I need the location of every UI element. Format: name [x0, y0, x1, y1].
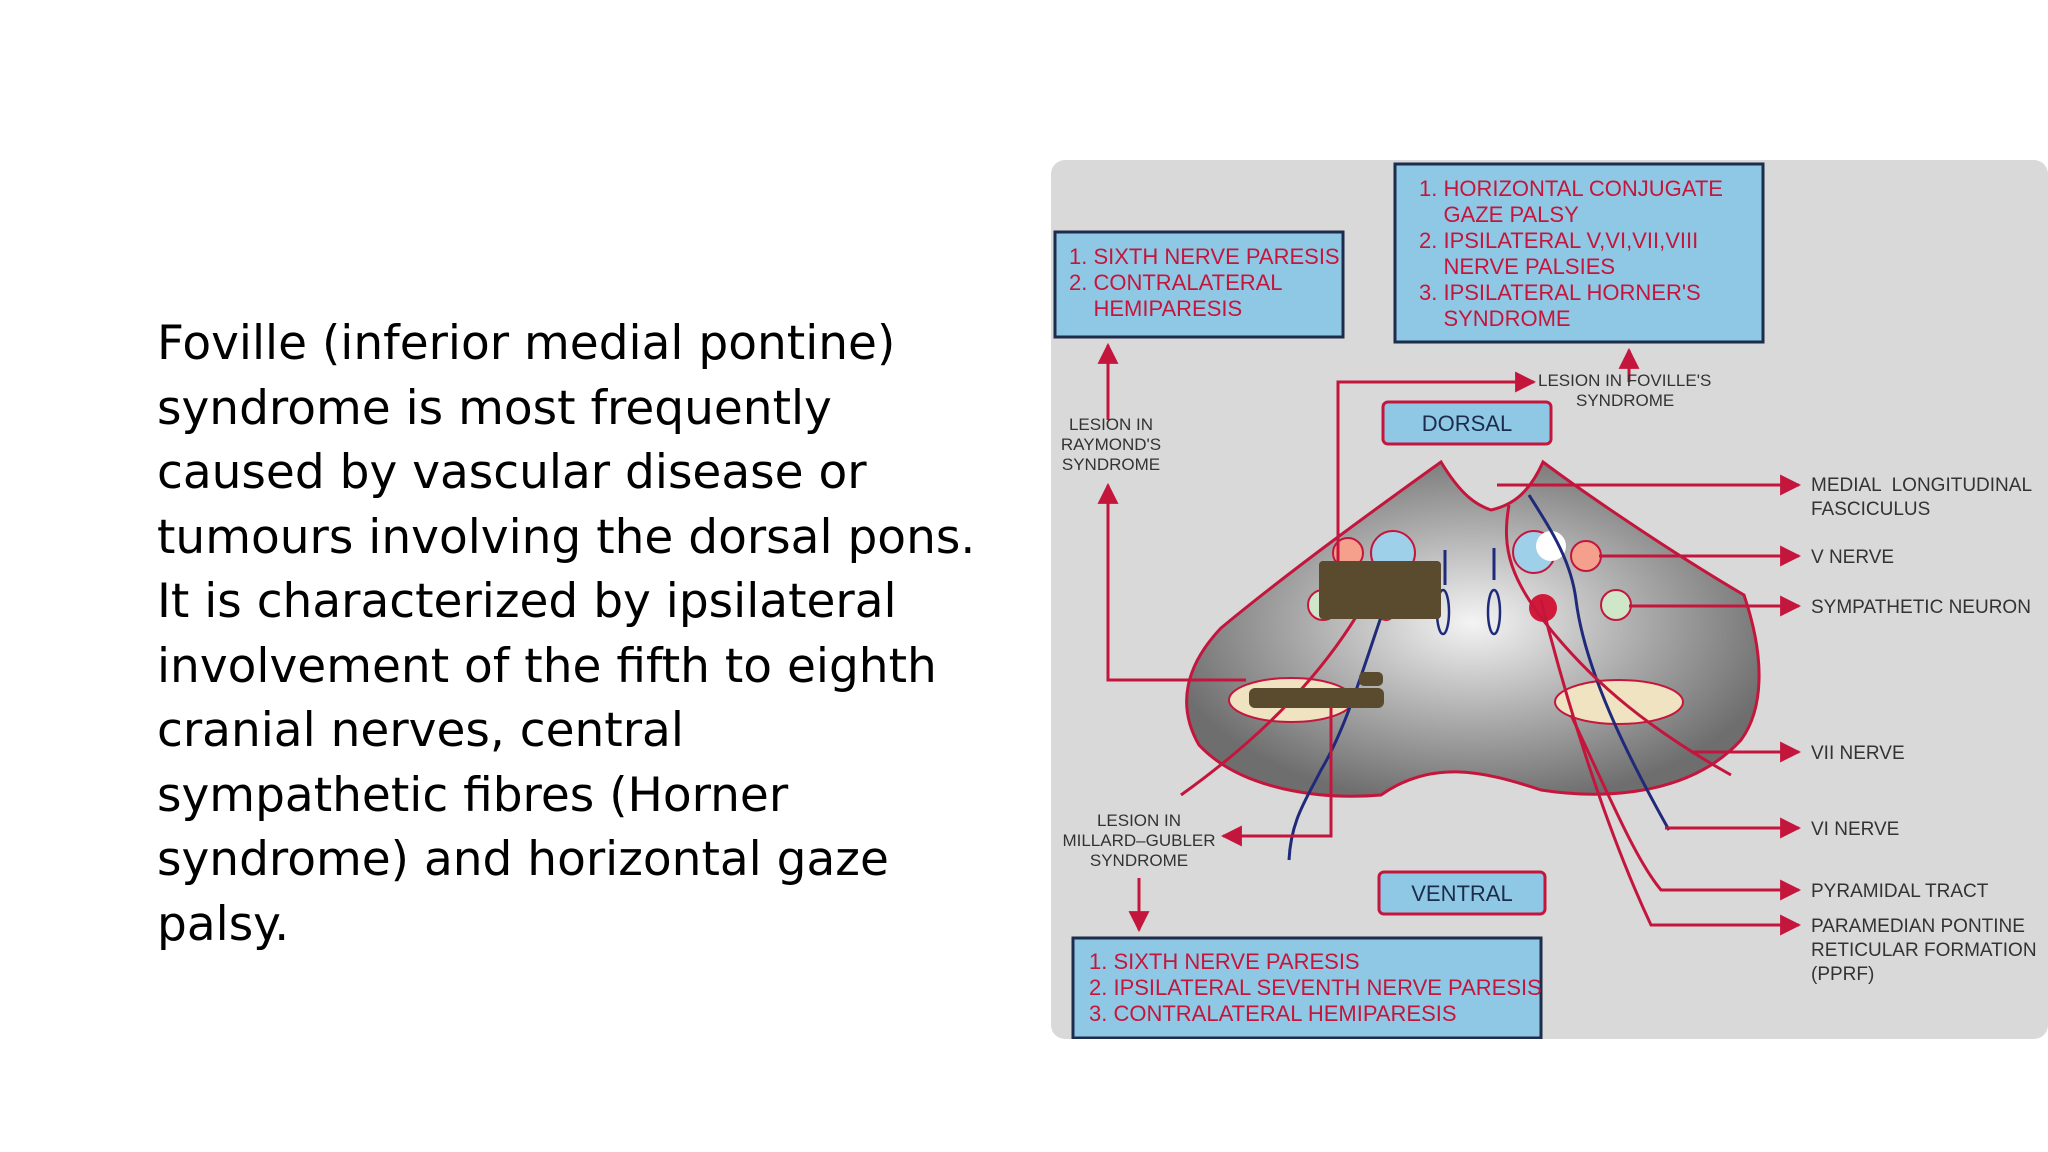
ventral-tag: VENTRAL: [1377, 870, 1547, 916]
box-line: 1. SIXTH NERVE PARESIS: [1089, 949, 1360, 974]
pprf-arrow: [1539, 599, 1802, 936]
svg-text:1. SIXTH NERVE PARESIS: 1. SIXTH NERVE PARESIS: [1089, 949, 1360, 974]
foville-box: 1. HORIZONTAL CONJUGATE GAZE PALSY 2. IP…: [1393, 162, 1765, 344]
box-line: 2. IPSILATERAL SEVENTH NERVE PARESIS: [1089, 975, 1542, 1000]
mlf-label: MEDIAL LONGITUDINAL FASCICULUS: [1811, 475, 2032, 520]
raymond-arrow-line: [1097, 482, 1246, 682]
svg-text:SYNDROME: SYNDROME: [1090, 851, 1188, 870]
pyramidal-arrow: [1569, 714, 1802, 901]
svg-text:LESION IN FOVILLE'S: LESION IN FOVILLE'S: [1538, 371, 1711, 390]
pyramidal-oval-right: [1554, 679, 1684, 725]
vii-nerve-fiber-left: [1180, 599, 1368, 797]
svg-text:LESION IN: LESION IN: [1097, 811, 1181, 830]
pyramidal-tract-label: PYRAMIDAL TRACT: [1811, 881, 1989, 902]
paragraph-line: Foville (inferior medial pontine): [157, 316, 896, 371]
box-line: SYNDROME: [1419, 306, 1571, 331]
svg-text:SYNDROME: SYNDROME: [1576, 391, 1674, 410]
vi-nerve-label: VI NERVE: [1811, 819, 1899, 840]
right-sympathetic-nucleus: [1600, 589, 1632, 621]
foville-arrow-line: [1336, 371, 1537, 561]
foville-lesion-label: LESION IN FOVILLE'S SYNDROME: [1538, 371, 1711, 410]
box-line: 1. HORIZONTAL CONJUGATE: [1419, 176, 1723, 201]
paragraph-line: sympathetic fibres (Horner: [157, 767, 789, 823]
svg-text:2. CONTRALATERAL: 2. CONTRALATERAL: [1069, 270, 1283, 295]
highlight-dot: [1536, 531, 1566, 561]
lesion-raymond: [1249, 688, 1384, 708]
lesion-foville: [1319, 561, 1441, 619]
millard-gubler-arrow-line: [1220, 708, 1333, 847]
vii-nerve-label: VII NERVE: [1811, 743, 1905, 764]
paragraph-line: caused by vascular disease or: [157, 445, 867, 500]
pprf-label: PARAMEDIAN PONTINE RETICULAR FORMATION (…: [1811, 916, 2037, 985]
mlf-right: [1486, 588, 1502, 636]
svg-text:1. HORIZONTAL CONJUGATE: 1. HORIZONTAL CONJUGATE: [1419, 176, 1723, 201]
svg-text:3. IPSILATERAL HORNER'S: 3. IPSILATERAL HORNER'S: [1419, 280, 1701, 305]
svg-text:2. IPSILATERAL SEVENTH NERVE P: 2. IPSILATERAL SEVENTH NERVE PARESIS: [1089, 975, 1542, 1000]
svg-text:RAYMOND'S: RAYMOND'S: [1061, 435, 1161, 454]
paragraph-line: palsy.: [157, 896, 290, 952]
svg-text:FASCICULUS: FASCICULUS: [1811, 499, 1930, 520]
box-line: 3. IPSILATERAL HORNER'S: [1419, 280, 1701, 305]
svg-text:DORSAL: DORSAL: [1422, 411, 1512, 436]
svg-text:SYNDROME: SYNDROME: [1419, 306, 1571, 331]
raymond-lesion-label: LESION IN RAYMOND'S SYNDROME: [1061, 415, 1161, 474]
lesion-raymond-tip: [1359, 672, 1383, 686]
svg-text:GAZE PALSY: GAZE PALSY: [1419, 202, 1579, 227]
paragraph-line: involvement of the fifth to eighth: [157, 638, 937, 694]
svg-text:RETICULAR FORMATION: RETICULAR FORMATION: [1811, 940, 2037, 961]
slide-paragraph: Foville (inferior medial pontine) syndrom…: [157, 312, 1017, 957]
svg-text:SYNDROME: SYNDROME: [1062, 455, 1160, 474]
svg-text:MILLARD–GUBLER: MILLARD–GUBLER: [1062, 831, 1215, 850]
svg-text:(PPRF): (PPRF): [1811, 964, 1874, 985]
paragraph-line: syndrome) and horizontal gaze: [157, 832, 889, 887]
right-v-nucleus: [1570, 540, 1602, 572]
vii-nerve-fiber-right: [1505, 504, 1732, 777]
svg-text:3. CONTRALATERAL HEMIPARESIS: 3. CONTRALATERAL HEMIPARESIS: [1089, 1001, 1457, 1026]
box-line: GAZE PALSY: [1419, 202, 1579, 227]
svg-text:1. SIXTH NERVE PARESIS: 1. SIXTH NERVE PARESIS: [1069, 244, 1340, 269]
svg-text:HEMIPARESIS: HEMIPARESIS: [1069, 296, 1242, 321]
svg-text:LESION IN: LESION IN: [1069, 415, 1153, 434]
pons-syndrome-diagram: 1. SIXTH NERVE PARESIS 2. CONTRALATERAL …: [1051, 160, 2048, 1039]
paragraph-line: cranial nerves, central: [157, 703, 684, 758]
v-nerve-label: V NERVE: [1811, 547, 1894, 568]
svg-text:2. IPSILATERAL V,VI,VII,VIII: 2. IPSILATERAL V,VI,VII,VIII: [1419, 228, 1698, 253]
svg-text:VENTRAL: VENTRAL: [1411, 881, 1512, 906]
millard-gubler-lesion-label: LESION IN MILLARD–GUBLER SYNDROME: [1062, 811, 1215, 870]
dorsal-tag: DORSAL: [1381, 400, 1553, 446]
box-line: 3. CONTRALATERAL HEMIPARESIS: [1089, 1001, 1457, 1026]
box-line: NERVE PALSIES: [1419, 254, 1615, 279]
vi-nerve-fiber-right: [1527, 494, 1671, 831]
box-line: 1. SIXTH NERVE PARESIS: [1069, 244, 1340, 269]
box-line: HEMIPARESIS: [1069, 296, 1242, 321]
box-line: 2. CONTRALATERAL: [1069, 270, 1283, 295]
paragraph-line: It is characterized by ipsilateral: [157, 574, 897, 629]
svg-text:NERVE PALSIES: NERVE PALSIES: [1419, 254, 1615, 279]
paragraph-line: syndrome is most frequently: [157, 380, 832, 436]
raymond-box: 1. SIXTH NERVE PARESIS 2. CONTRALATERAL …: [1053, 230, 1345, 339]
sympathetic-neuron-label: SYMPATHETIC NEURON: [1811, 597, 2031, 618]
svg-text:PARAMEDIAN PONTINE: PARAMEDIAN PONTINE: [1811, 916, 2025, 937]
millard-gubler-box: 1. SIXTH NERVE PARESIS 2. IPSILATERAL SE…: [1071, 936, 1543, 1039]
box-line: 2. IPSILATERAL V,VI,VII,VIII: [1419, 228, 1698, 253]
paragraph-line: tumours involving the dorsal pons.: [157, 509, 976, 565]
svg-text:MEDIAL LONGITUDINAL: MEDIAL LONGITUDINAL: [1811, 475, 2032, 496]
